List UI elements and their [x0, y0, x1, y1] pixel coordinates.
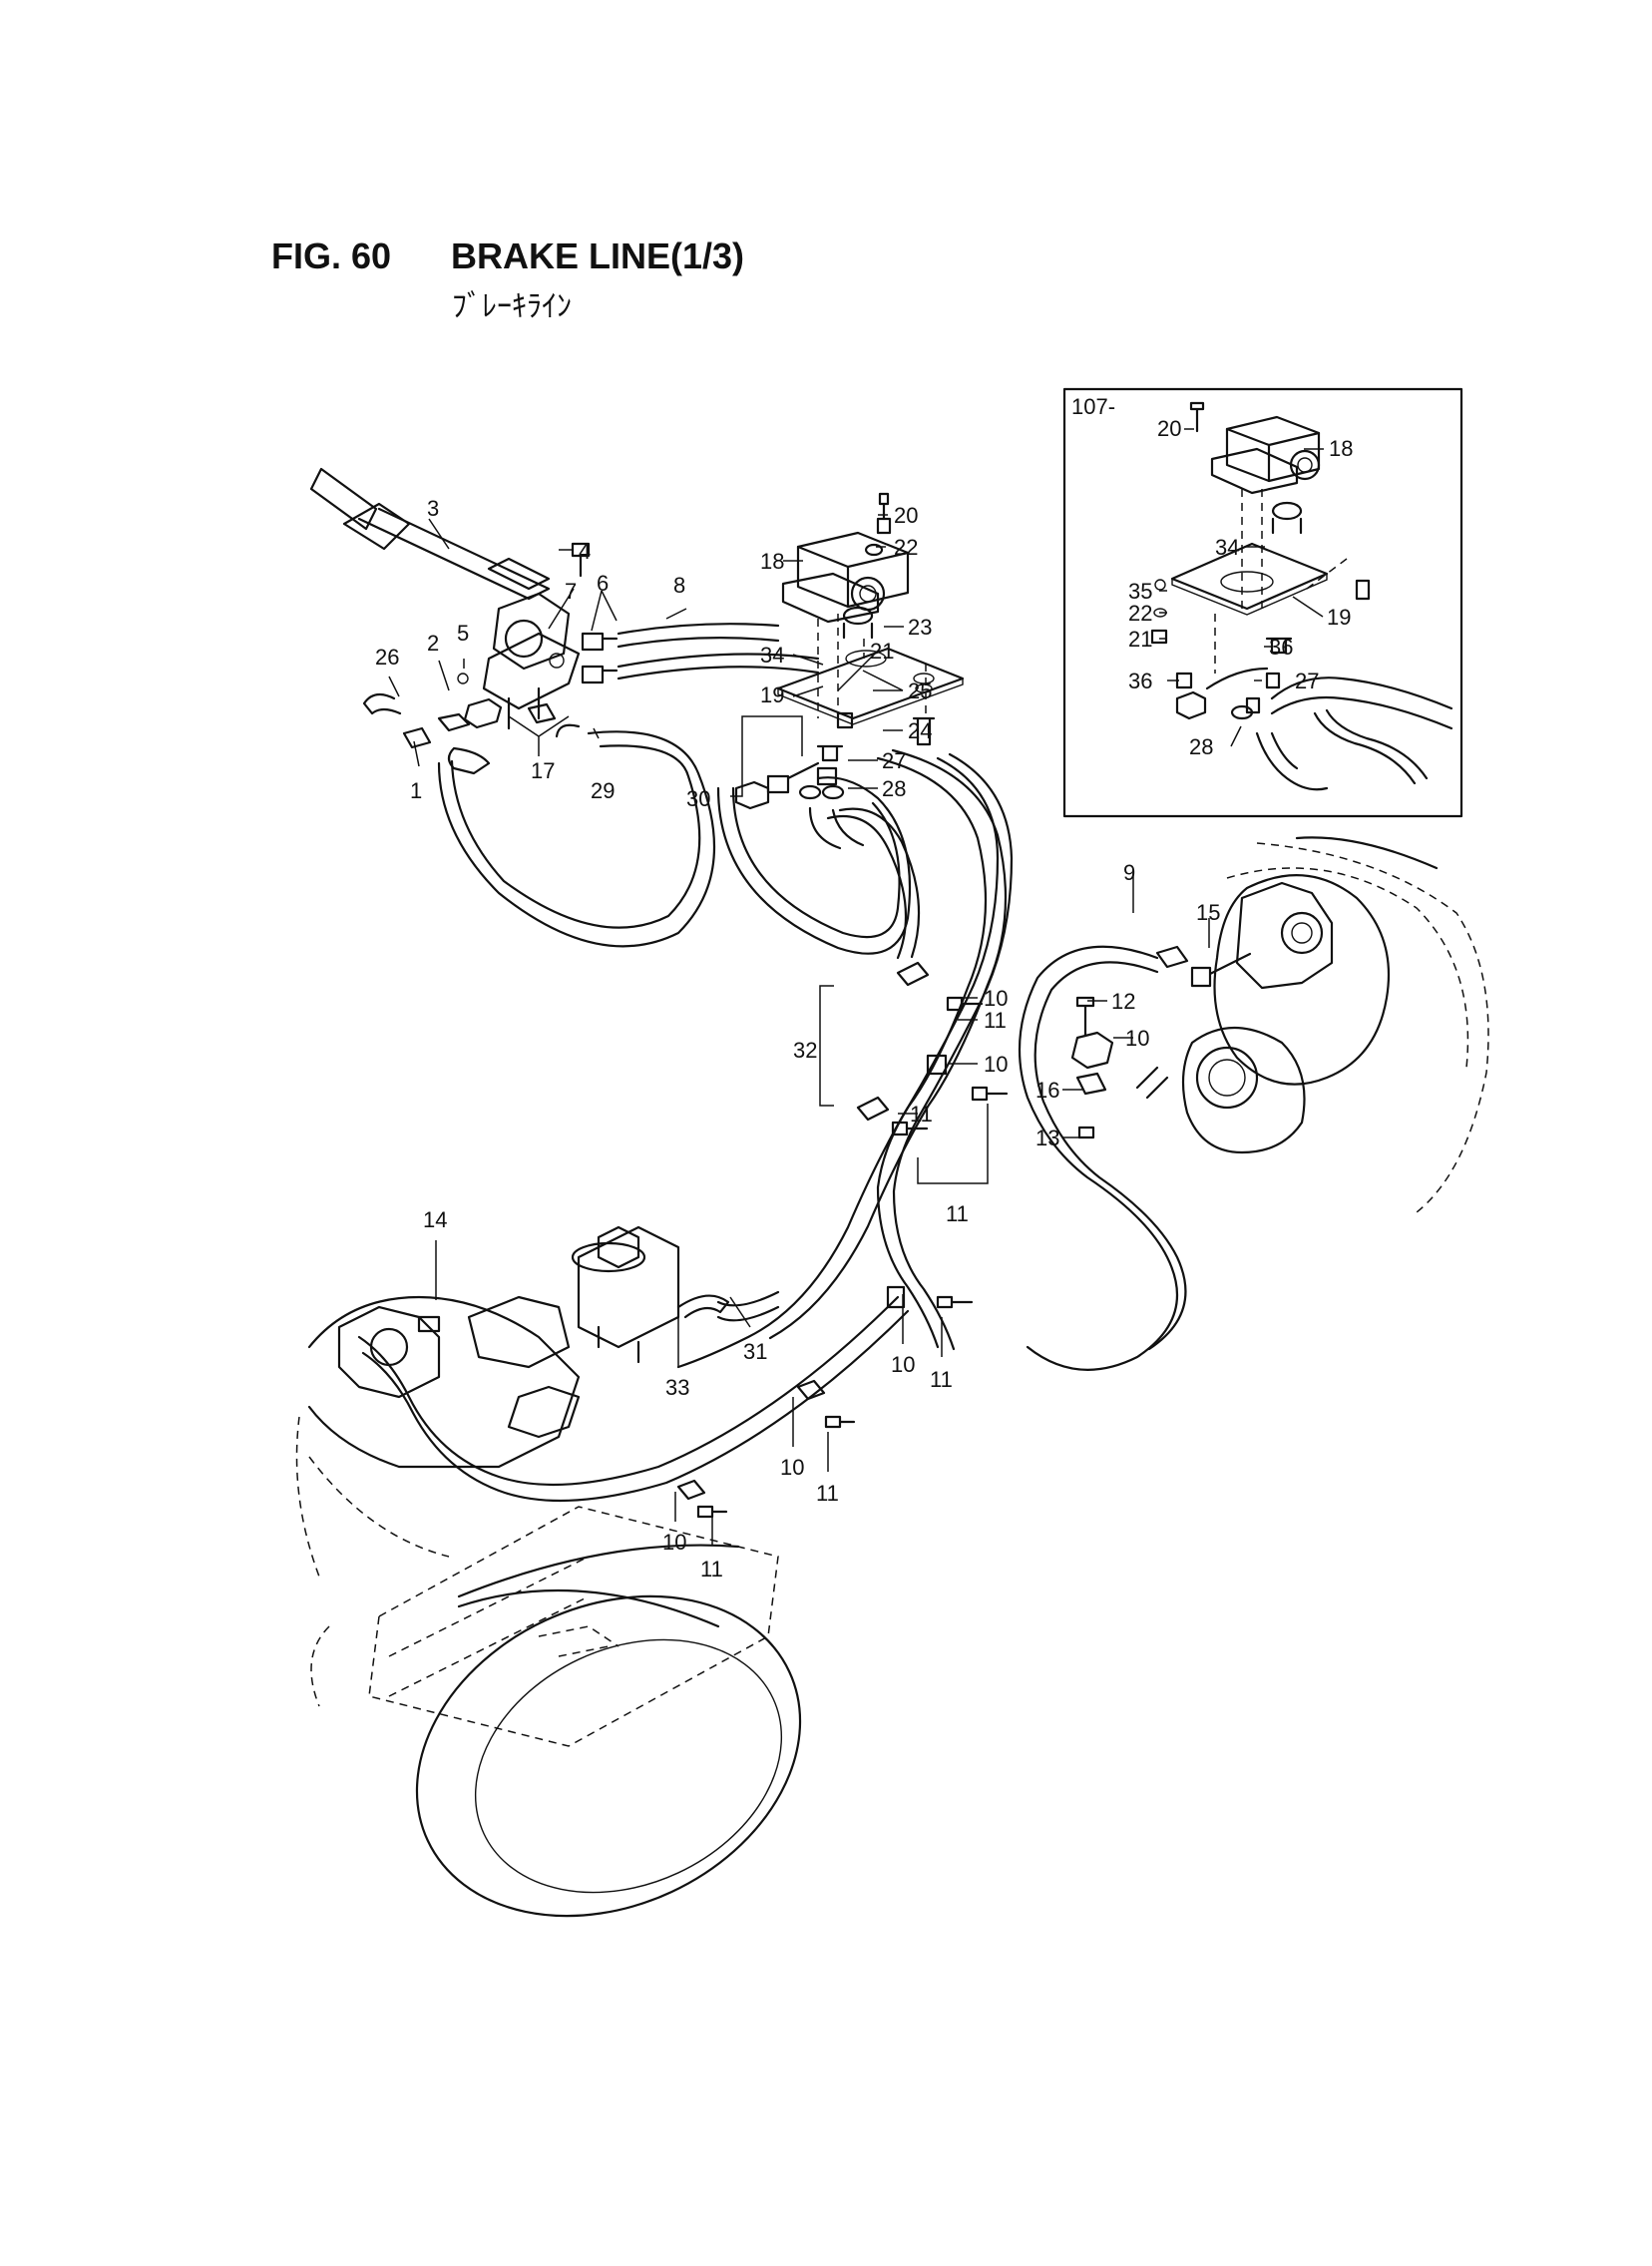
callout-label: 26: [375, 645, 399, 670]
callout-label: 36: [1269, 635, 1293, 660]
callout-label: 34: [1215, 535, 1239, 560]
callout-label: 11: [910, 1102, 933, 1127]
inset-panel: 107-: [1062, 387, 1463, 818]
callout-label: 31: [743, 1339, 767, 1364]
callout-label: 10: [984, 1052, 1008, 1077]
inset-serial-label: 107-: [1071, 394, 1115, 419]
callout-label: 11: [816, 1481, 839, 1506]
inset-frame: [1062, 387, 1463, 818]
leader-lines: [388, 428, 1324, 1545]
hoses: [357, 623, 1187, 1503]
callout-label: 21: [870, 639, 894, 664]
callout-label: 2: [427, 631, 439, 656]
brake-booster: [571, 1225, 730, 1364]
callout-label: 6: [597, 571, 609, 596]
callout-label: 28: [1189, 734, 1213, 759]
figure-subtitle-jp: ﾌﾞﾚｰｷﾗｲﾝ: [452, 290, 572, 323]
callout-label: 15: [1196, 900, 1220, 925]
callout-label: 5: [457, 621, 469, 646]
callout-label: 27: [1295, 669, 1319, 693]
callout-label: 30: [686, 786, 710, 811]
clamp-bracket-32: [819, 961, 1009, 1184]
callout-label: 10: [1125, 1026, 1149, 1051]
figure-name: BRAKE LINE(1/3): [451, 235, 745, 276]
callout-label: 12: [1111, 989, 1135, 1014]
callout-label: 14: [423, 1207, 447, 1232]
callout-label: 4: [579, 539, 591, 564]
figure-number: FIG. 60: [271, 235, 392, 276]
inset-mounting-plate: [1170, 501, 1329, 616]
right-wheel-hub: [1181, 836, 1489, 1213]
callout-label: 23: [908, 615, 932, 640]
axle-housing: [295, 1295, 740, 1598]
callout-label: 36: [1128, 669, 1152, 693]
inset-fittings: [1150, 579, 1453, 791]
callout-label: 18: [760, 549, 784, 574]
callout-label: 11: [946, 1201, 969, 1226]
brake-valve: [781, 492, 910, 624]
inset-brake-valve: [1210, 415, 1321, 495]
plate-fittings: [734, 711, 865, 850]
callout-label: 16: [1035, 1078, 1059, 1103]
pedal-fittings: [362, 542, 619, 775]
mounting-plate: [776, 606, 965, 746]
callout-label: 34: [760, 643, 784, 668]
callout-label: 24: [908, 718, 932, 743]
callout-label: 19: [760, 682, 784, 707]
callout-label: 10: [780, 1455, 804, 1480]
callout-label: 3: [427, 496, 439, 521]
callout-label: 9: [1123, 860, 1135, 885]
callout-label: 10: [891, 1352, 915, 1377]
callout-label: 11: [700, 1557, 723, 1582]
callout-label: 33: [665, 1375, 689, 1400]
lower-fittings: [417, 1285, 974, 1519]
callout-label: 20: [894, 503, 918, 528]
inset-bolt: [1189, 401, 1205, 433]
callout-label: 10: [984, 986, 1008, 1011]
callout-label: 32: [793, 1038, 817, 1063]
callout-label: 13: [1035, 1126, 1059, 1150]
callout-labels: 3 4 7 6 8 5 2 26 1 17 29 18 20 22 23 34 …: [375, 416, 1353, 1582]
callout-label: 17: [531, 758, 555, 783]
hose-8: [617, 623, 780, 649]
callout-label: 25: [908, 679, 932, 703]
callout-label: 8: [673, 573, 685, 598]
figure-title: FIG. 60 BRAKE LINE(1/3): [271, 235, 744, 277]
callout-label: 19: [1327, 605, 1351, 630]
callout-label: 7: [565, 579, 577, 604]
callout-label: 11: [930, 1367, 953, 1392]
right-fittings: [1070, 945, 1252, 1139]
callout-label: 27: [882, 748, 906, 773]
callout-label: 11: [984, 1008, 1007, 1033]
callout-label: 20: [1157, 416, 1181, 441]
callout-label: 18: [1329, 436, 1353, 461]
callout-label: 21: [1128, 627, 1152, 652]
callout-label: 22: [894, 535, 918, 560]
callout-label: 28: [882, 776, 906, 801]
callout-label: 29: [591, 778, 615, 803]
drum-tank: [310, 1506, 802, 1918]
brake-pedal-assembly: [309, 467, 581, 730]
callout-label: 35: [1128, 579, 1152, 604]
callout-label: 1: [410, 778, 422, 803]
callout-label: 10: [662, 1530, 686, 1555]
callout-label: 22: [1128, 601, 1152, 626]
